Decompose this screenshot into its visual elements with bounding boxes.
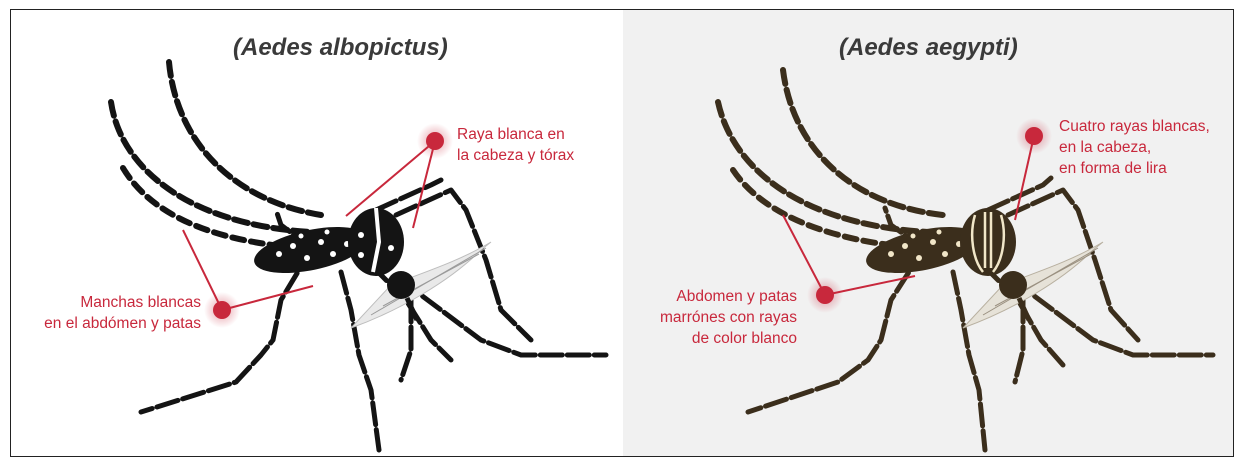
aegypti-panel: (Aedes aegypti) (623, 10, 1234, 456)
aegypti-head-label: Cuatro rayas blancas, en la cabeza, en f… (1059, 116, 1210, 179)
albopictus-body-label: Manchas blancas en el abdómen y patas (25, 292, 201, 334)
comparison-figure: (Aedes albopictus) (10, 9, 1234, 457)
mosquito-albopictus-illustration (11, 10, 623, 457)
mosquito-aegypti-illustration (623, 10, 1234, 457)
aegypti-body-label: Abdomen y patas marrónes con rayas de co… (637, 286, 797, 349)
albopictus-head-label: Raya blanca en la cabeza y tórax (457, 124, 574, 166)
albopictus-panel: (Aedes albopictus) (11, 10, 623, 456)
